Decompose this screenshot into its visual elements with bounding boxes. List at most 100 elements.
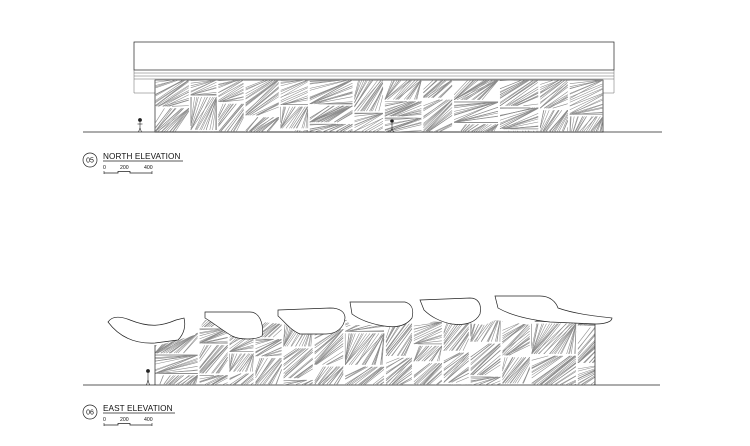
hatch-stroke bbox=[385, 357, 410, 375]
hatch-stroke bbox=[385, 323, 413, 357]
hatch-stroke bbox=[289, 149, 308, 165]
hatch-stroke bbox=[238, 353, 254, 372]
hatch-stroke bbox=[577, 327, 595, 363]
hatch-stroke bbox=[155, 366, 198, 374]
hatch-stroke bbox=[345, 366, 382, 385]
hatch-stroke bbox=[281, 135, 308, 161]
hatch-stroke bbox=[397, 110, 422, 117]
hatch-stroke bbox=[209, 131, 211, 132]
hatch-stroke bbox=[204, 147, 216, 152]
hatch-stroke bbox=[381, 333, 385, 365]
hatch-stroke bbox=[190, 96, 199, 126]
roof-canopy bbox=[349, 301, 414, 328]
hatch-stroke bbox=[569, 88, 603, 107]
hatch-stroke bbox=[535, 360, 577, 385]
hatch-stroke bbox=[344, 333, 356, 361]
hatch-stroke bbox=[426, 115, 453, 132]
hatch-stroke bbox=[354, 80, 363, 99]
hatch-stroke bbox=[291, 401, 312, 405]
hatch-stroke bbox=[161, 108, 189, 132]
hatch-stroke bbox=[393, 80, 411, 100]
hatch-stroke bbox=[205, 346, 228, 374]
hatch-stroke bbox=[199, 328, 228, 340]
hatch-stroke bbox=[309, 80, 343, 82]
hatch-stroke bbox=[443, 322, 460, 344]
hatch-stroke bbox=[328, 123, 347, 132]
hatch-stroke bbox=[414, 296, 419, 309]
hatch-stroke bbox=[459, 334, 469, 351]
hatch-stroke bbox=[195, 96, 211, 130]
hatch-stroke bbox=[382, 131, 383, 132]
hatch-stroke bbox=[314, 333, 344, 364]
hatch-stroke bbox=[199, 345, 218, 369]
hatch-stroke bbox=[284, 386, 313, 404]
hatch-stroke bbox=[524, 130, 526, 132]
hatch-stroke bbox=[341, 125, 353, 132]
hatch-stroke bbox=[229, 373, 254, 385]
hatch-stroke bbox=[577, 327, 595, 362]
hatch-stroke bbox=[507, 357, 530, 384]
hatch-stroke bbox=[390, 124, 422, 132]
hatch-stroke bbox=[190, 96, 195, 125]
hatch-stroke bbox=[285, 393, 312, 404]
hatch-stroke bbox=[413, 362, 436, 383]
hatch-stroke bbox=[245, 80, 272, 94]
hatch-stroke bbox=[455, 384, 469, 385]
hatch-stroke bbox=[523, 366, 530, 384]
hatch-stroke bbox=[413, 327, 442, 341]
hatch-stroke bbox=[255, 357, 275, 383]
hatch-stroke bbox=[204, 384, 228, 385]
hatch-stroke bbox=[527, 130, 530, 132]
hatch-stroke bbox=[240, 296, 253, 314]
hatch-stroke bbox=[230, 375, 254, 385]
hatch-stroke bbox=[283, 348, 308, 371]
hatch-stroke bbox=[246, 353, 254, 372]
hatch-stroke bbox=[309, 80, 353, 101]
hatch-stroke bbox=[283, 381, 313, 385]
hatch-stroke bbox=[499, 107, 538, 125]
hatch-stroke bbox=[209, 389, 227, 392]
hatch-stroke bbox=[259, 321, 282, 338]
hatch-stroke bbox=[168, 99, 189, 107]
hatch-stroke bbox=[200, 142, 216, 152]
hatch-stroke bbox=[480, 358, 501, 376]
hatch-stroke bbox=[199, 345, 209, 359]
hatch-stroke bbox=[462, 338, 469, 351]
hatch-stroke bbox=[361, 388, 384, 400]
hatch-stroke bbox=[577, 327, 595, 354]
hatch-stroke bbox=[327, 357, 344, 365]
hatch-stroke bbox=[531, 355, 562, 376]
hatch-stroke bbox=[443, 352, 461, 364]
hatch-stroke bbox=[168, 375, 193, 385]
hatch-stroke bbox=[199, 328, 226, 337]
hatch-stroke bbox=[475, 124, 487, 132]
hatch-stroke bbox=[280, 86, 308, 98]
hatch-stroke bbox=[309, 80, 348, 89]
hatch-stroke bbox=[201, 318, 228, 328]
scale-tick-label: 200 bbox=[120, 165, 129, 171]
hatch-stroke bbox=[155, 354, 198, 372]
hatch-stroke bbox=[199, 332, 228, 344]
hatch-stroke bbox=[387, 373, 413, 385]
hatch-stroke bbox=[254, 117, 279, 132]
hatch-stroke bbox=[543, 370, 577, 385]
hatch-stroke bbox=[544, 371, 577, 385]
hatch-stroke bbox=[177, 333, 198, 354]
scale-tick-label: 0 bbox=[103, 417, 106, 423]
hatch-stroke bbox=[190, 96, 202, 129]
hatch-stroke bbox=[354, 112, 383, 123]
hatch-stroke bbox=[443, 352, 469, 376]
hatch-stroke bbox=[470, 345, 501, 375]
hatch-stroke bbox=[229, 353, 238, 372]
hatch-stroke bbox=[314, 366, 326, 383]
hatch-stroke bbox=[577, 327, 595, 364]
hatch-stroke bbox=[558, 114, 569, 132]
hatch-stroke bbox=[448, 369, 469, 383]
hatch-stroke bbox=[451, 328, 469, 351]
hatch-stroke bbox=[578, 296, 615, 304]
hatch-stroke bbox=[508, 133, 538, 166]
hatch-stroke bbox=[576, 116, 587, 132]
hatch-stroke bbox=[199, 345, 218, 368]
hatch-stroke bbox=[255, 338, 272, 342]
